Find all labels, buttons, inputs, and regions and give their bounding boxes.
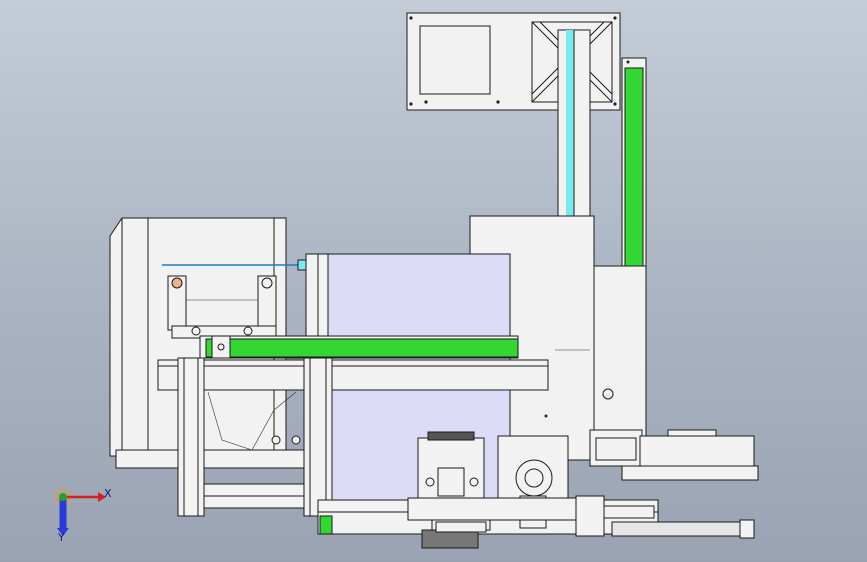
gripper-assembly (407, 431, 579, 549)
plate-cutout-left (419, 25, 491, 95)
linear-rail (566, 30, 574, 216)
vertical-column (557, 29, 591, 217)
clamp-cylinders (435, 429, 759, 539)
origin-marker (59, 493, 67, 501)
y-axis-label: Y (58, 531, 65, 544)
green-horizontal-beam (199, 335, 519, 359)
cross-beam (157, 359, 549, 391)
belt-mechanism (162, 259, 307, 339)
left-uprights (177, 357, 333, 517)
coordinate-triad (53, 487, 106, 536)
x-axis-label: X (104, 487, 112, 500)
